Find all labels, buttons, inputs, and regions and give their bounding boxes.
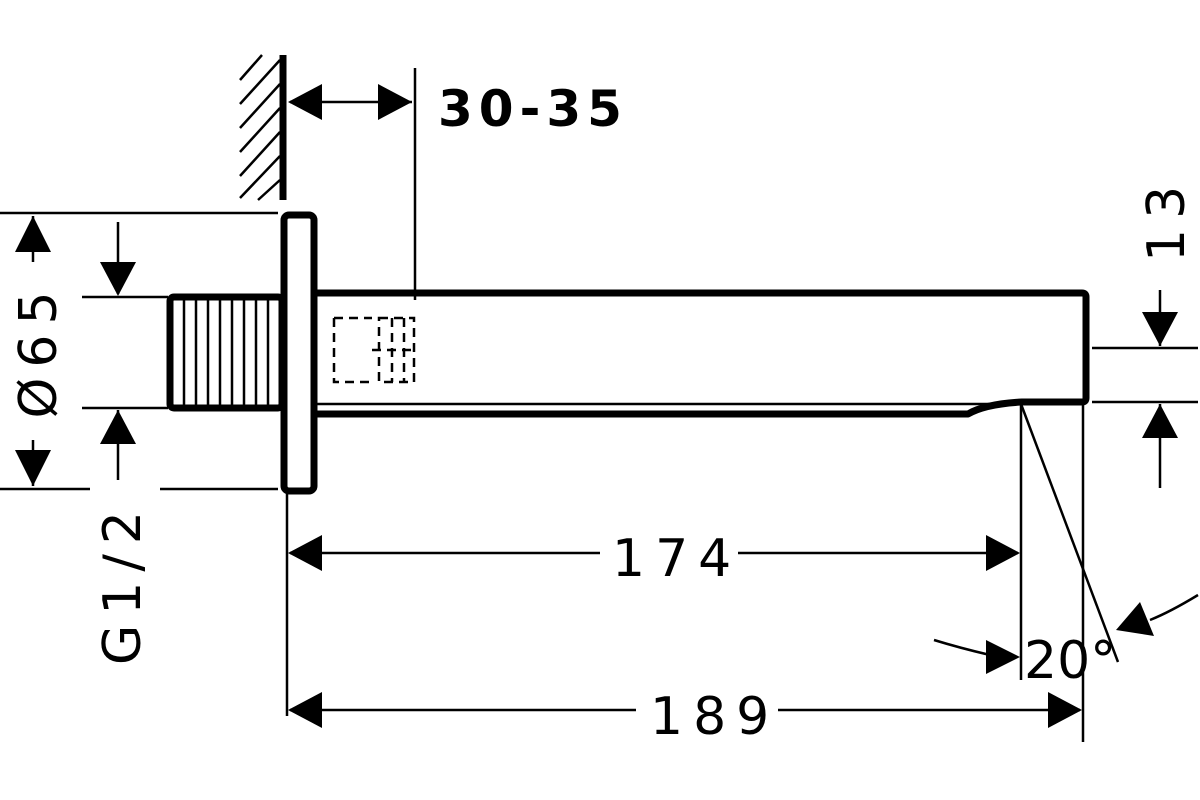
rosette bbox=[280, 211, 318, 495]
dim-spout-length: 174 bbox=[288, 529, 1020, 589]
dim-total-length: 189 bbox=[288, 687, 1082, 747]
label-spout-length: 174 bbox=[612, 529, 741, 589]
wall-hatching bbox=[239, 54, 281, 201]
dim-thread: G1/2 bbox=[93, 222, 153, 665]
label-total-length: 189 bbox=[650, 687, 779, 747]
dim-outlet-height: 13 bbox=[1137, 176, 1197, 488]
spout-body bbox=[316, 289, 1090, 418]
wall bbox=[239, 54, 287, 201]
label-diameter: Ø65 bbox=[9, 281, 69, 418]
label-thread: G1/2 bbox=[93, 501, 153, 665]
dim-diameter: Ø65 bbox=[9, 216, 69, 486]
threaded-connector bbox=[166, 293, 286, 412]
dim-wall-depth: 30-35 bbox=[288, 80, 628, 138]
label-outlet-height: 13 bbox=[1137, 176, 1197, 262]
extension-lines bbox=[0, 68, 1198, 742]
dim-angle: 20° bbox=[933, 593, 1199, 691]
label-angle: 20° bbox=[1024, 631, 1116, 691]
label-wall-depth: 30-35 bbox=[438, 80, 628, 138]
